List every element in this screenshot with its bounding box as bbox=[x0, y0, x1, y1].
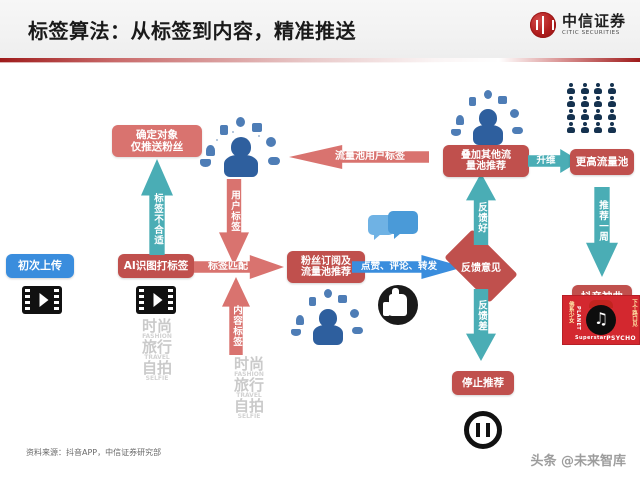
tag2-label-travel-en: TRAVEL bbox=[236, 392, 262, 399]
tag-label-fashion-en: FASHION bbox=[142, 333, 172, 340]
tag-label-selfie: 自拍 bbox=[141, 359, 172, 377]
douyin-note-icon: ♫ bbox=[593, 309, 609, 329]
album-sub-en: Superstar bbox=[575, 335, 607, 341]
tag-label-travel: 旅行 bbox=[141, 338, 172, 356]
node-ai-image-tagging[interactable]: AI识图打标签 bbox=[118, 254, 194, 278]
arrow-user-tag: 用户标签 bbox=[219, 179, 249, 265]
tag-label-selfie-en: SELFIE bbox=[145, 375, 169, 382]
tag2-label-travel: 旅行 bbox=[233, 376, 264, 394]
content-tag-watermark-2: 时尚 FASHION 旅行 TRAVEL 自拍 SELFIE bbox=[224, 357, 274, 420]
tag2-label-fashion-en: FASHION bbox=[234, 371, 264, 378]
source-note: 资料来源：抖音APP，中信证券研究部 bbox=[26, 448, 162, 457]
logo-label-cn: 中信证券 bbox=[561, 11, 626, 30]
node-higher-traffic-pool[interactable]: 更高流量池 bbox=[570, 149, 634, 175]
fans-pool-line-1: 粉丝订阅及 bbox=[301, 255, 351, 267]
tag-label-fashion: 时尚 bbox=[141, 317, 172, 335]
album-title-cn: 佛系少女 bbox=[567, 301, 574, 323]
content-tag-watermark-1: 时尚 FASHION 旅行 TRAVEL 自拍 SELFIE bbox=[131, 319, 183, 382]
decision-feedback-opinion[interactable]: 反馈意见 bbox=[444, 229, 518, 303]
confirm-line-2: 仅推送粉丝 bbox=[130, 141, 184, 153]
citic-logo-text: 中信证券 CITIC SECURITIES bbox=[561, 11, 626, 37]
page-title: 标签算法：从标签到内容，精准推送 bbox=[28, 19, 356, 43]
citic-securities-logo: 中信证券 CITIC SECURITIES bbox=[529, 11, 626, 38]
overlay-line-2: 量池推荐 bbox=[466, 161, 506, 172]
arrow-recommend-one-week: 推荐一周 bbox=[586, 187, 618, 277]
douyin-album-art: ♫ 佛系少女 PLANET Superstar 下个路口见 PSYCHO bbox=[562, 295, 640, 345]
slide-header: 标签算法：从标签到内容，精准推送 中信证券 CITIC SECURITIES bbox=[0, 0, 640, 58]
user-tag-cluster-icon-3 bbox=[450, 89, 526, 145]
tag-label-travel-en: TRAVEL bbox=[144, 354, 170, 361]
album-title-en: PLANET bbox=[575, 306, 581, 331]
logo-label-en: CITIC SECURITIES bbox=[561, 29, 620, 36]
node-confirm-target-fans-only[interactable]: 确定对象 仅推送粉丝 bbox=[112, 125, 202, 157]
fans-pool-line-2: 流量池推荐 bbox=[301, 267, 351, 278]
thumbs-up-icon bbox=[378, 285, 418, 325]
overlay-line-1: 叠加其他流 bbox=[461, 149, 511, 161]
arrow-content-tag: 内容标签 bbox=[222, 277, 250, 355]
album-cap-shape bbox=[589, 300, 613, 308]
user-tag-cluster-icon-1 bbox=[198, 111, 284, 179]
node-overlay-other-pools[interactable]: 叠加其他流 量池推荐 bbox=[443, 145, 529, 177]
comment-bubbles-icon bbox=[368, 211, 420, 247]
arrow-tag-unfit: 标签不合适 bbox=[141, 159, 173, 255]
node-first-upload[interactable]: 初次上传 bbox=[6, 254, 74, 278]
album-side-cn: 下个路口见 bbox=[631, 299, 637, 327]
header-divider bbox=[0, 58, 640, 62]
video-file-icon-2 bbox=[136, 286, 176, 314]
tag2-label-selfie: 自拍 bbox=[233, 397, 264, 415]
tag2-label-fashion: 时尚 bbox=[233, 355, 264, 373]
arrow-machine-detect: 机器检测 bbox=[85, 260, 124, 272]
diagram-canvas: 初次上传 机器检测 AI识图打标签 时尚 FASHION 旅行 TRAVEL 自… bbox=[0, 63, 640, 480]
album-disc-shape bbox=[586, 305, 616, 335]
crowd-audience-icon bbox=[566, 83, 618, 133]
header-divider-shadow bbox=[0, 62, 640, 63]
node-fans-subscribe-pool[interactable]: 粉丝订阅及 流量池推荐 bbox=[287, 251, 365, 283]
user-tag-cluster-icon-2 bbox=[290, 285, 366, 347]
confirm-line-1: 确定对象 bbox=[136, 128, 178, 141]
arrow-pool-user-tag: 流量池用户标签 bbox=[289, 145, 429, 169]
arrow-tag-match: 标签匹配 bbox=[194, 255, 284, 279]
feedback-diamond-label: 反馈意见 bbox=[461, 262, 501, 274]
citic-logo-mark-icon bbox=[529, 12, 556, 38]
node-stop-recommend[interactable]: 停止推荐 bbox=[452, 371, 514, 395]
toutiao-watermark: 头条 @未来智库 bbox=[530, 454, 626, 469]
tag2-label-selfie-en: SELFIE bbox=[237, 413, 261, 420]
album-side-en: PSYCHO bbox=[606, 335, 636, 342]
pause-icon bbox=[464, 411, 502, 449]
video-file-icon-1 bbox=[22, 286, 62, 314]
